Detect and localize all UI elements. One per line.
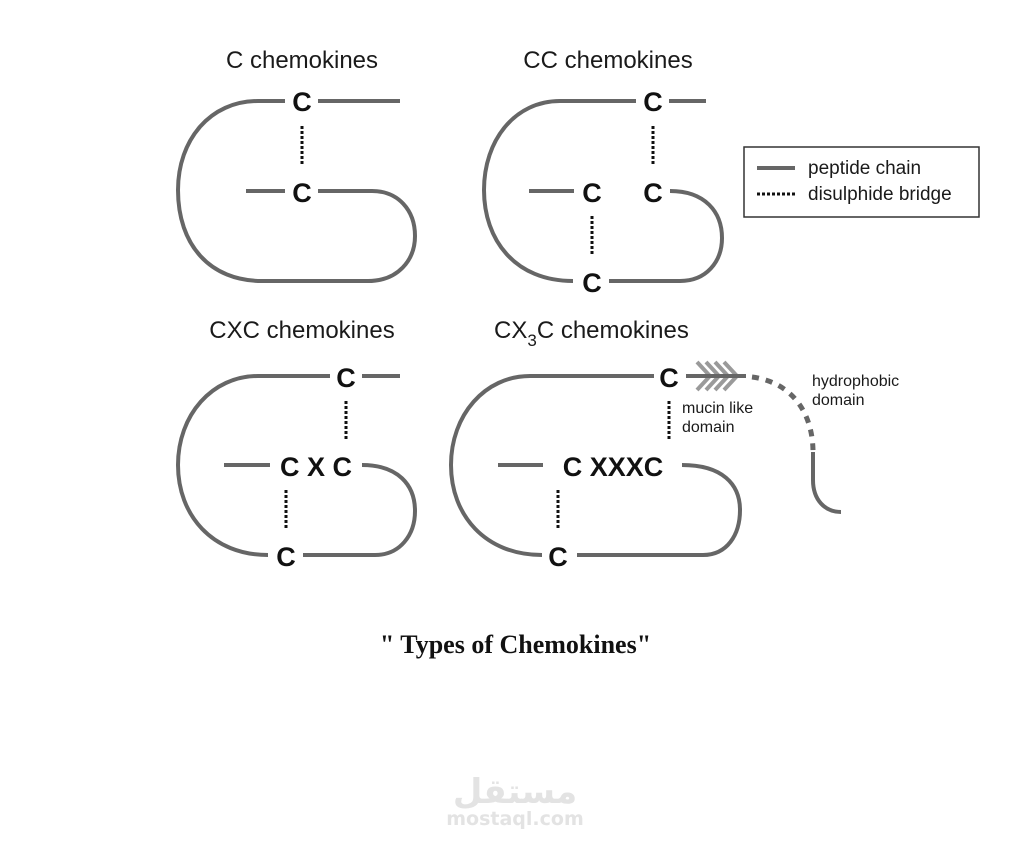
panel-cx3c-chemokines: CX3C chemokines C C XXXC C mucin like do…: [448, 317, 899, 572]
cysteine-residue: C: [659, 363, 679, 393]
legend: peptide chain disulphide bridge: [743, 146, 980, 218]
panel-cxc-chemokines: CXC chemokines C C X C C: [175, 317, 418, 572]
cysteine-residue: C: [582, 268, 602, 298]
cysteine-residue: C: [292, 178, 312, 208]
cxc-motif: C X C: [280, 452, 352, 482]
hydrophobic-label: domain: [812, 392, 864, 409]
panel-title-cc: CC chemokines: [523, 47, 692, 74]
mucin-like-domain: [686, 360, 746, 392]
hydrophobic-label: hydrophobic: [812, 373, 899, 390]
legend-box: [743, 146, 980, 218]
cx3c-motif: C XXXC: [563, 452, 664, 482]
panel-cc-chemokines: CC chemokines C C C C: [481, 47, 725, 298]
cysteine-residue: C: [548, 542, 568, 572]
peptide-chain: [448, 374, 654, 557]
peptide-chain: [303, 463, 418, 557]
peptide-chain: [609, 189, 725, 283]
peptide-chain: [481, 99, 636, 283]
panel-c-chemokines: C chemokines C C: [175, 47, 418, 283]
cysteine-residue: C: [643, 178, 663, 208]
mucin-label: mucin like: [682, 400, 753, 417]
peptide-chain: [175, 374, 330, 557]
watermark-arabic: مستقل: [452, 772, 578, 812]
hydrophobic-domain-dotted: [751, 374, 816, 451]
title-prefix: CX: [494, 317, 527, 344]
title-subscript: 3: [527, 331, 536, 350]
panel-title-c: C chemokines: [226, 47, 378, 74]
cysteine-residue: C: [336, 363, 356, 393]
cysteine-residue: C: [643, 87, 663, 117]
watermark-latin: mostaql.com: [446, 808, 584, 830]
cysteine-residue: C: [582, 178, 602, 208]
hydrophobic-domain-segment: [811, 452, 842, 514]
title-suffix: C chemokines: [537, 317, 689, 344]
panel-title-cxc: CXC chemokines: [209, 317, 394, 344]
panel-title-cx3c: CX3C chemokines: [494, 317, 689, 350]
peptide-chain: [577, 463, 743, 557]
peptide-chain: [175, 99, 418, 283]
legend-label-disulphide-bridge: disulphide bridge: [808, 184, 952, 205]
legend-label-peptide-chain: peptide chain: [808, 158, 921, 179]
cysteine-residue: C: [276, 542, 296, 572]
mucin-label: domain: [682, 419, 734, 436]
cysteine-residue: C: [292, 87, 312, 117]
figure-caption: " Types of Chemokines": [379, 630, 652, 659]
